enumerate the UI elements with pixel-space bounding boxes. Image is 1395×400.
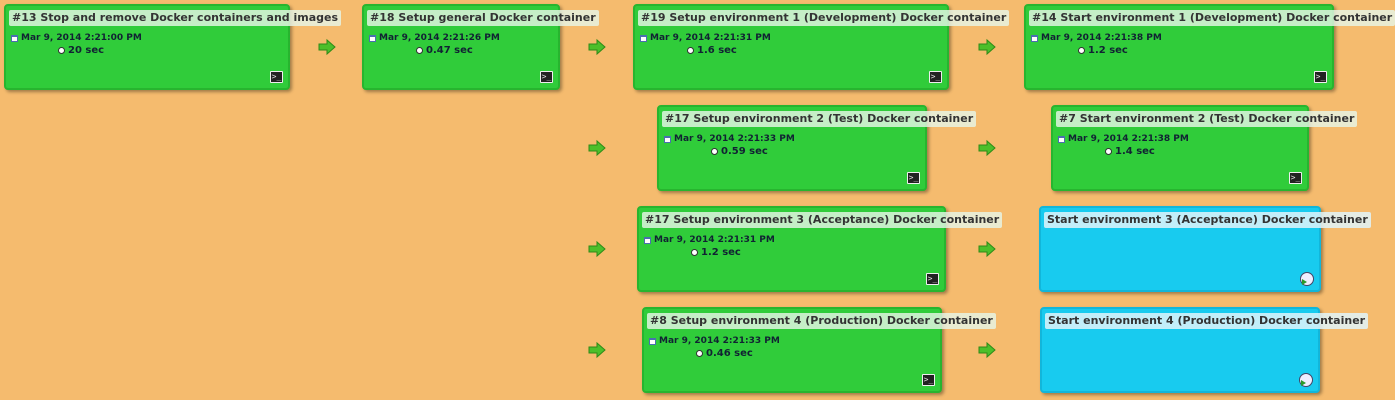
trigger-build-icon[interactable] — [1299, 373, 1313, 387]
calendar-icon — [664, 135, 671, 143]
job-date: Mar 9, 2014 2:21:00 PM — [11, 33, 142, 43]
job-duration: 0.47 sec — [416, 45, 473, 56]
job-title[interactable]: Start environment 3 (Acceptance) Docker … — [1044, 212, 1371, 228]
job-duration: 0.46 sec — [696, 348, 753, 359]
job-card-stop-remove[interactable]: #13 Stop and remove Docker containers an… — [4, 4, 342, 90]
console-output-icon[interactable]: >_ — [270, 71, 283, 83]
calendar-icon — [640, 34, 647, 42]
clock-icon — [1078, 47, 1085, 54]
clock-icon — [416, 47, 423, 54]
calendar-icon — [369, 34, 376, 42]
job-duration: 0.59 sec — [711, 146, 768, 157]
clock-icon — [691, 249, 698, 256]
job-title[interactable]: #13 Stop and remove Docker containers an… — [9, 10, 342, 26]
arrow-right-icon — [588, 38, 606, 56]
arrow-right-icon — [588, 240, 606, 258]
job-title[interactable]: #17 Setup environment 3 (Acceptance) Doc… — [642, 212, 1003, 228]
console-output-icon[interactable]: >_ — [922, 374, 935, 386]
arrow-right-icon — [978, 341, 996, 359]
clock-icon — [687, 47, 694, 54]
job-duration: 1.6 sec — [687, 45, 737, 56]
job-title[interactable]: #8 Setup environment 4 (Production) Dock… — [647, 313, 996, 329]
console-output-icon[interactable]: >_ — [540, 71, 553, 83]
job-title[interactable]: #19 Setup environment 1 (Development) Do… — [638, 10, 1010, 26]
calendar-icon — [649, 337, 656, 345]
job-card-start-env3[interactable]: Start environment 3 (Acceptance) Docker … — [1039, 206, 1371, 292]
console-output-icon[interactable]: >_ — [907, 172, 920, 184]
job-title[interactable]: #18 Setup general Docker container — [367, 10, 599, 26]
job-card-setup-env3[interactable]: #17 Setup environment 3 (Acceptance) Doc… — [637, 206, 1003, 292]
trigger-build-icon[interactable] — [1300, 272, 1314, 286]
calendar-icon — [1058, 135, 1065, 143]
arrow-right-icon — [318, 38, 336, 56]
job-card-start-env1[interactable]: #14 Start environment 1 (Development) Do… — [1024, 4, 1395, 90]
job-duration: 1.2 sec — [1078, 45, 1128, 56]
console-output-icon[interactable]: >_ — [926, 273, 939, 285]
job-date: Mar 9, 2014 2:21:31 PM — [644, 235, 775, 245]
clock-icon — [696, 350, 703, 357]
job-duration: 20 sec — [58, 45, 104, 56]
job-duration: 1.4 sec — [1105, 146, 1155, 157]
arrow-right-icon — [588, 139, 606, 157]
job-card-setup-env4[interactable]: #8 Setup environment 4 (Production) Dock… — [642, 307, 996, 393]
clock-icon — [58, 47, 65, 54]
console-output-icon[interactable]: >_ — [1289, 172, 1302, 184]
job-card-setup-general[interactable]: #18 Setup general Docker container Mar 9… — [362, 4, 599, 90]
job-date: Mar 9, 2014 2:21:33 PM — [664, 134, 795, 144]
job-date: Mar 9, 2014 2:21:33 PM — [649, 336, 780, 346]
job-card-start-env4[interactable]: Start environment 4 (Production) Docker … — [1040, 307, 1369, 393]
job-title[interactable]: Start environment 4 (Production) Docker … — [1045, 313, 1369, 329]
job-card-setup-env1[interactable]: #19 Setup environment 1 (Development) Do… — [633, 4, 1010, 90]
job-title[interactable]: #14 Start environment 1 (Development) Do… — [1029, 10, 1395, 26]
job-duration: 1.2 sec — [691, 247, 741, 258]
job-card-setup-env2[interactable]: #17 Setup environment 2 (Test) Docker co… — [657, 105, 977, 191]
job-date: Mar 9, 2014 2:21:26 PM — [369, 33, 500, 43]
console-output-icon[interactable]: >_ — [1314, 71, 1327, 83]
arrow-right-icon — [978, 240, 996, 258]
job-date: Mar 9, 2014 2:21:38 PM — [1058, 134, 1189, 144]
arrow-right-icon — [978, 38, 996, 56]
job-card-start-env2[interactable]: #7 Start environment 2 (Test) Docker con… — [1051, 105, 1358, 191]
clock-icon — [1105, 148, 1112, 155]
calendar-icon — [11, 34, 18, 42]
job-title[interactable]: #17 Setup environment 2 (Test) Docker co… — [662, 111, 977, 127]
arrow-right-icon — [978, 139, 996, 157]
calendar-icon — [1031, 34, 1038, 42]
job-date: Mar 9, 2014 2:21:31 PM — [640, 33, 771, 43]
calendar-icon — [644, 236, 651, 244]
console-output-icon[interactable]: >_ — [929, 71, 942, 83]
job-title[interactable]: #7 Start environment 2 (Test) Docker con… — [1056, 111, 1358, 127]
arrow-right-icon — [588, 341, 606, 359]
job-date: Mar 9, 2014 2:21:38 PM — [1031, 33, 1162, 43]
clock-icon — [711, 148, 718, 155]
